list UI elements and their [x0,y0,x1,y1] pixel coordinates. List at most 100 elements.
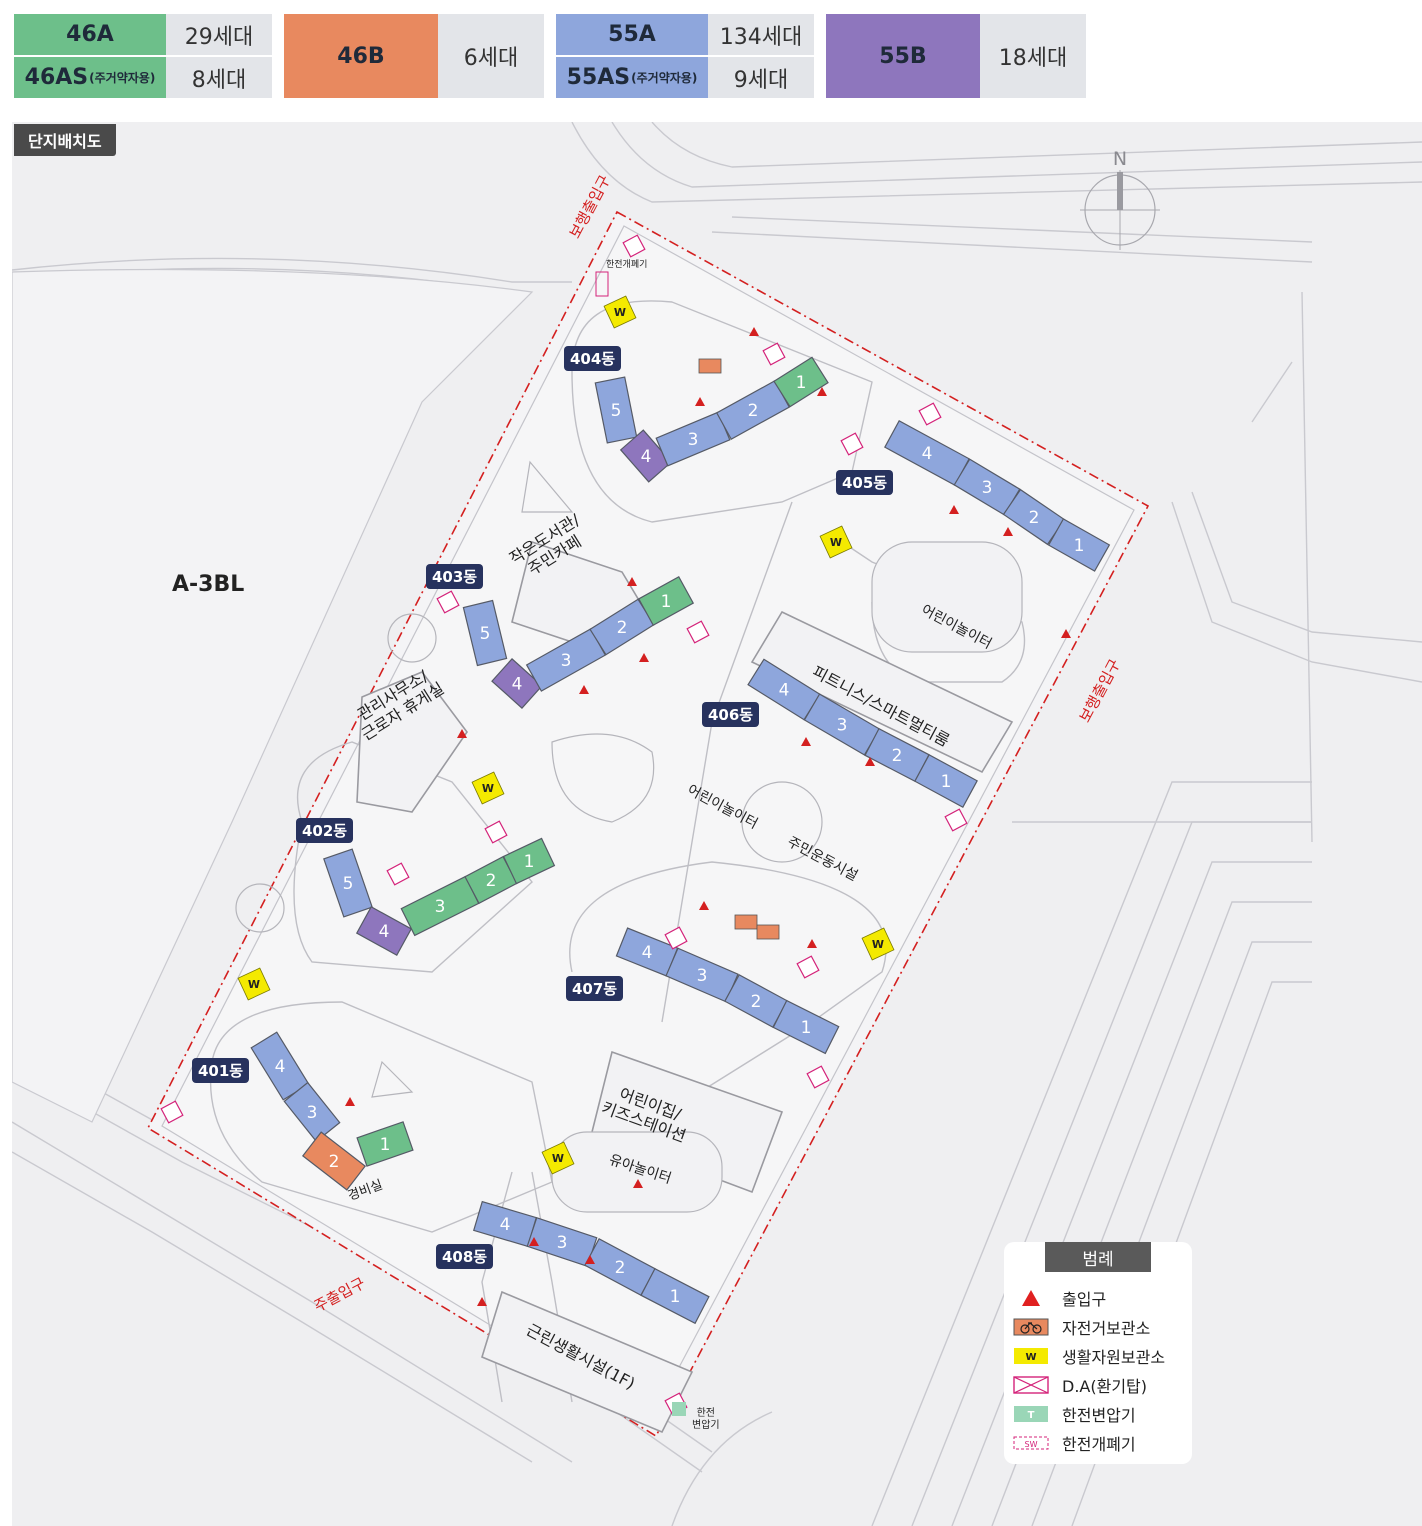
block-label: A-3BL [172,572,245,597]
building-tag: 405동 [836,470,894,495]
building-unit-line [619,429,673,483]
w-icon-letter: W [614,306,626,319]
unit-type-names: 55B [826,14,980,98]
building-tag: 401동 [192,1058,250,1083]
legend-item-label: 생활자원보관소 [1062,1348,1166,1367]
unit-line-number: 3 [435,897,446,917]
triangle-island-n [521,460,574,513]
unit-line-number: 3 [688,430,699,450]
legend-item-label: D.A(환기탑) [1062,1377,1147,1396]
facility-label: 한전개폐기 [606,260,648,270]
transformer-icon: T [1012,1404,1050,1424]
unit-line-number: 4 [642,943,653,963]
unit-line-number: 5 [343,874,354,894]
building-unit-line [491,658,543,709]
da-icon [762,342,786,366]
entrance-triangle-icon [865,757,875,766]
unit-line-number: 1 [941,772,952,792]
building-unit-line [355,906,413,956]
unit-line-number: 1 [796,373,807,393]
unit-type-name: 55B [879,43,927,69]
w-icon [861,927,895,961]
triangle-island-w [371,1060,414,1098]
entrance-triangle-icon [695,397,705,406]
da-icon [918,402,942,426]
unit-count: 134세대 [719,24,803,50]
da-icon [840,432,864,456]
building-unit-line [637,576,695,626]
building-unit-line [323,848,373,918]
building-tag: 404동 [564,346,622,371]
entrance-triangle-icon [801,737,811,746]
building-unit-line [301,1131,367,1191]
entrance-triangle-icon [457,729,467,738]
north-label: N [1113,148,1127,170]
bicycle-icon [734,914,758,930]
unit-line-number: 4 [779,681,790,701]
bicycle-icon [1012,1317,1050,1337]
building-unit-line [772,999,840,1055]
entrance-triangle-icon [633,1179,643,1188]
unit-type-name: 46AS(주거약자용) [14,55,166,98]
unit-count: 8세대 [166,55,272,98]
unit-line-number: 2 [1029,508,1040,528]
unit-line-number: 3 [837,716,848,736]
unit-line-number: 5 [480,624,491,644]
unit-line-number: 3 [697,966,708,986]
legend-item-label: 자전거보관소 [1062,1319,1151,1338]
unit-line-number: 1 [1074,536,1085,556]
playground-north [871,541,1023,653]
building-tag: 407동 [566,976,624,1001]
legend-item: D.A(환기탑) [1012,1373,1147,1397]
central-garden [551,733,655,823]
commercial-building [481,1290,694,1434]
w-icon-letter: W [248,978,260,991]
building-unit-line [283,1081,341,1143]
adjacent-block-a3bl [12,268,534,1123]
north-compass-icon [1080,170,1160,250]
facility-label: 한전 변압기 [692,1408,720,1431]
legend-item-label: 출입구 [1062,1290,1107,1309]
w-icon [603,295,637,329]
entrance-triangle-icon [529,1237,539,1246]
unit-line-number: 1 [801,1018,812,1038]
da-icon [796,955,820,979]
building-tag: 406동 [702,702,760,727]
unit-type-name: 55A [608,22,656,47]
building-unit-line [640,1267,710,1325]
da-icon [622,234,646,258]
w-icon [819,525,853,559]
entrance-triangle-icon [639,653,649,662]
unit-line-number: 1 [380,1135,391,1155]
unit-line-number: 4 [922,444,933,464]
w-icon [541,1141,575,1175]
unit-type-name: 46A [66,22,114,47]
entrance-triangle-icon [817,387,827,396]
building-unit-line [773,356,829,408]
unit-type-counts: 18세대 [980,14,1086,98]
unit-line-number: 4 [641,447,652,467]
legend-title: 범례 [1045,1242,1151,1272]
w-icon-letter: W [830,536,842,549]
bicycle-icon [698,358,722,374]
w-icon-letter: W [552,1152,564,1165]
da-icon [436,590,460,614]
unit-line-number: 3 [307,1103,318,1123]
building-unit-line [502,837,556,885]
office-building [356,671,468,813]
unit-line-number: 5 [611,401,622,421]
unit-line-number: 4 [512,675,523,695]
unit-line-number: 3 [982,478,993,498]
